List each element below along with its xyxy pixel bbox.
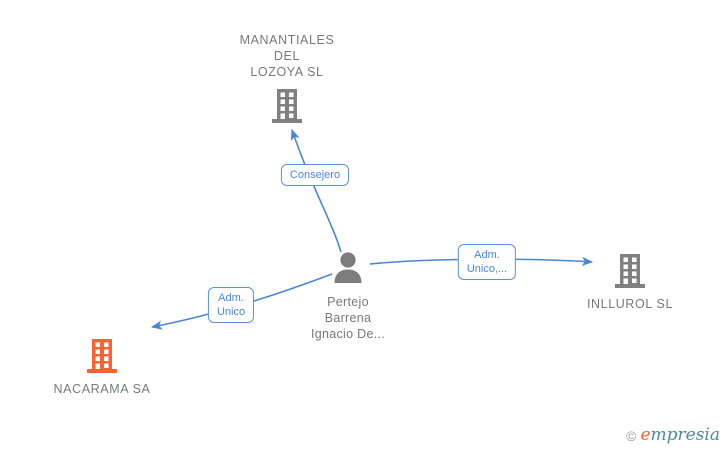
empresia-logo-rest: mpresia (650, 425, 721, 445)
person-icon (334, 252, 362, 283)
copyright-icon: © (626, 427, 637, 444)
node-label-manantiales: MANANTIALES DEL LOZOYA SL (239, 33, 335, 79)
empresia-logo: empresia (640, 427, 720, 444)
graph-node-manantiales[interactable]: MANANTIALES DEL LOZOYA SL (207, 32, 367, 125)
edge-pertejo-nacarama-line (150, 273, 333, 330)
edge-label-adm-unico-inllurol[interactable]: Adm. Unico,... (457, 244, 517, 280)
edge-label-consejero[interactable]: Consejero (280, 164, 350, 186)
building-icon (87, 339, 117, 373)
empresia-logo-initial: e (640, 425, 651, 445)
node-label-pertejo: Pertejo Barrena Ignacio De... (310, 295, 386, 341)
graph-node-nacarama[interactable]: NACARAMA SA (22, 337, 182, 397)
empresia-watermark: © empresia (626, 427, 720, 444)
edge-pertejo-manantiales-line (290, 128, 342, 253)
node-label-nacarama: NACARAMA SA (53, 382, 151, 396)
edge-label-adm-unico-nacarama[interactable]: Adm. Unico (207, 287, 255, 323)
graph-node-inllurol[interactable]: INLLUROL SL (550, 252, 710, 312)
graph-node-pertejo[interactable]: Pertejo Barrena Ignacio De... (268, 250, 428, 342)
building-icon (272, 89, 302, 123)
building-icon (615, 254, 645, 288)
node-label-inllurol: INLLUROL SL (586, 297, 674, 311)
